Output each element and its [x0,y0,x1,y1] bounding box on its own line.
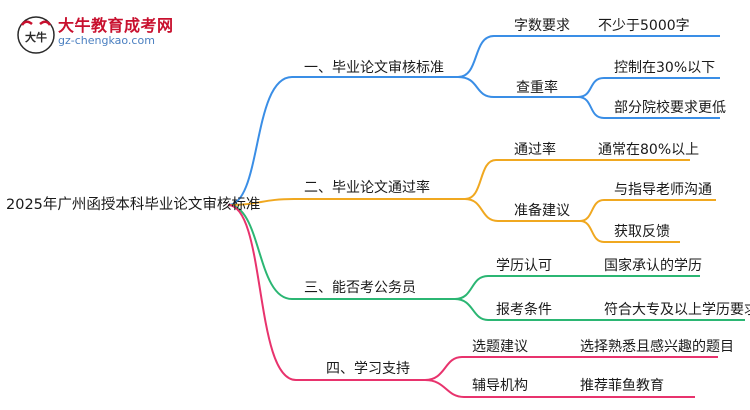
branch-1-child-2: 查重率 [516,80,558,96]
connector-branch1-child2 [457,76,578,98]
branch-2-child-1: 通过率 [514,142,556,158]
branch-2-child-1-leaf-1: 通常在80%以上 [598,142,700,158]
svg-text:大牛: 大牛 [25,30,47,44]
branch-4-child-2-leaf-1: 推荐菲鱼教育 [580,378,664,394]
branch-2-child-2-leaf-2: 获取反馈 [614,224,670,240]
branch-3-child-1: 学历认可 [496,258,552,274]
connector-root-branch2 [227,198,465,206]
branch-4-child-1: 选题建议 [472,339,528,355]
site-logo[interactable]: 大牛 大牛教育成考网 gz-chengkao.com [6,9,196,54]
connector-branch3-child2 [454,298,580,321]
connector-child4-leaf1 [579,199,716,222]
connector-root-branch4 [227,204,425,381]
connector-child4-leaf2 [579,220,680,243]
bull-head-icon: 大牛 [17,16,55,54]
branch-1-label: 一、毕业论文审核标准 [304,60,444,76]
branch-3-child-1-leaf-1: 国家承认的学历 [604,258,702,274]
branch-1-child-1-leaf-1: 不少于5000字 [598,18,690,34]
connector-branch2-child2 [464,198,580,222]
branch-1-child-1: 字数要求 [514,18,570,34]
branch-3-child-2-leaf-1: 符合大专及以上学历要求 [604,302,750,318]
connector-branch3-child1 [454,275,580,300]
logo-title: 大牛教育成考网 [58,16,174,35]
connector-root-branch1 [227,76,458,206]
branch-4-child-2: 辅导机构 [472,378,528,394]
branch-1-child-2-leaf-2: 部分院校要求更低 [614,100,726,116]
logo-url: gz-chengkao.com [58,34,155,47]
connector-branch4-child1 [424,356,565,381]
branch-3-child-2: 报考条件 [496,302,552,318]
connector-child2-leaf2 [577,96,720,119]
connector-branch4-child2 [424,379,565,398]
connector-branch2-child1 [464,159,580,200]
root-topic: 2025年广州函授本科毕业论文审核标准 [6,197,261,213]
connector-branch1-child1 [457,35,578,78]
branch-4-label: 四、学习支持 [326,361,410,377]
connector-child2-leaf1 [577,77,720,98]
branch-2-label: 二、毕业论文通过率 [304,180,430,196]
branch-3-label: 三、能否考公务员 [304,280,416,296]
connector-root-branch3 [227,204,455,300]
branch-2-child-2: 准备建议 [514,203,570,219]
branch-1-child-2-leaf-1: 控制在30%以下 [614,60,716,76]
branch-4-child-1-leaf-1: 选择熟悉且感兴趣的题目 [580,339,734,355]
branch-2-child-2-leaf-1: 与指导老师沟通 [614,182,712,198]
